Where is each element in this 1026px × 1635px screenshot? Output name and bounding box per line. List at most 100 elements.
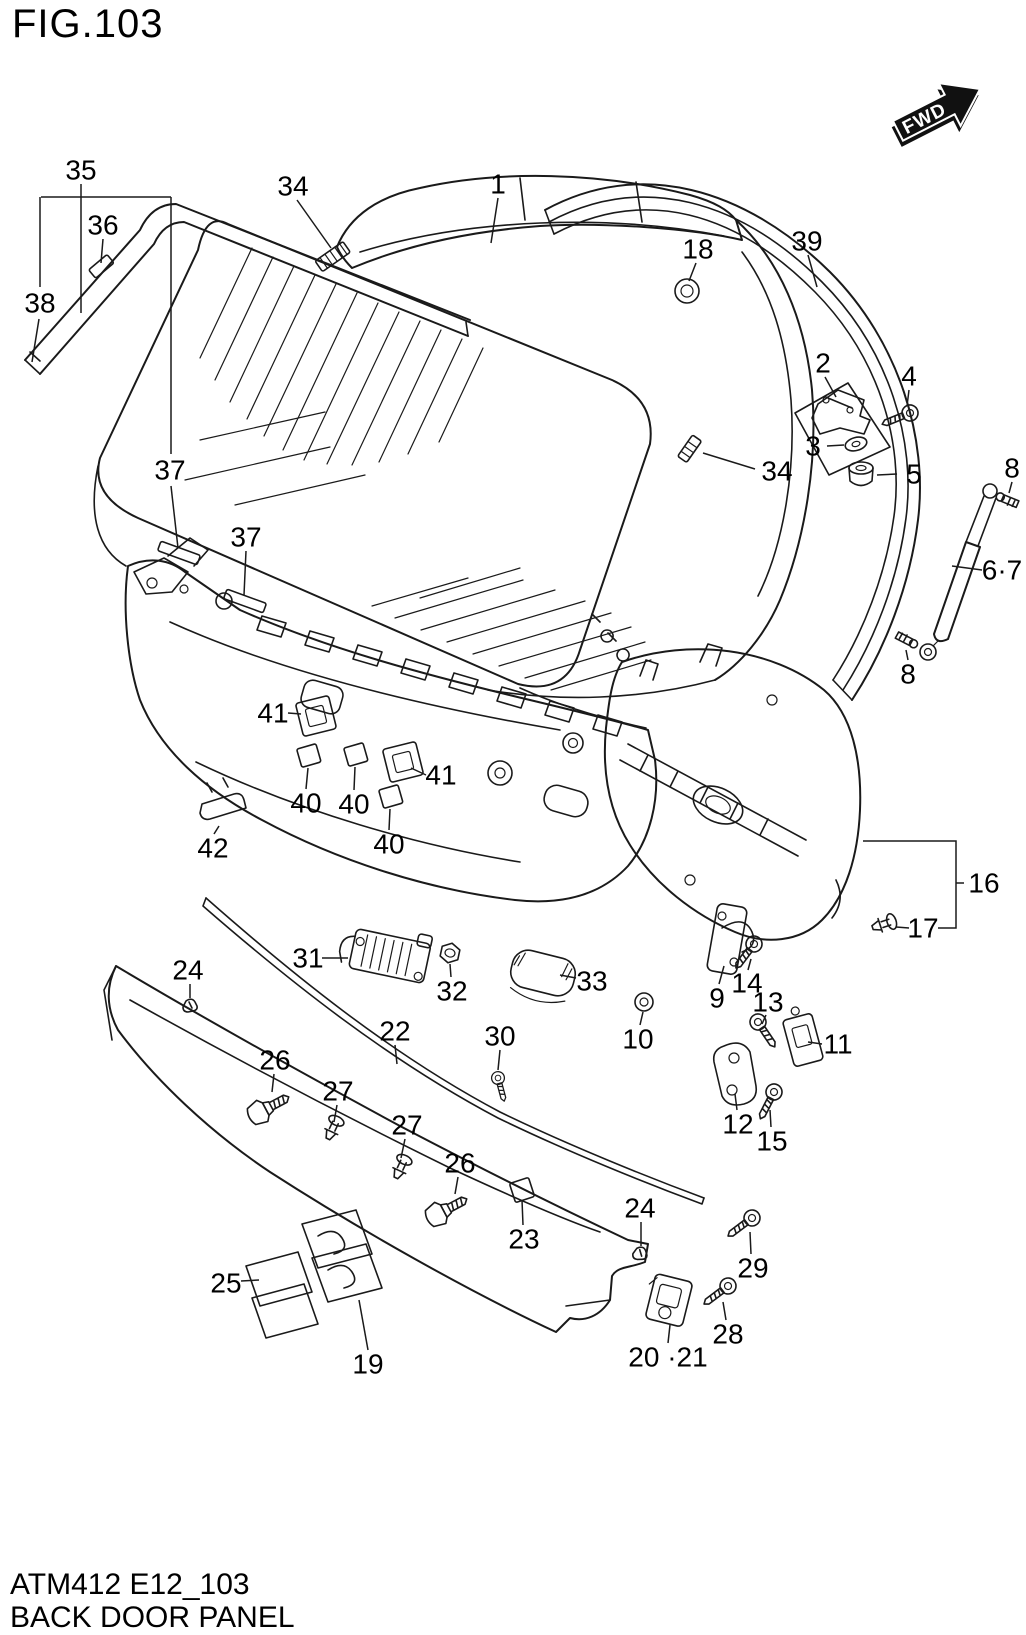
part-label-20-21: 20 ·21: [628, 1342, 707, 1373]
part-label-8: 8: [900, 659, 916, 690]
part-label-27: 27: [391, 1110, 422, 1141]
leader-line: [951, 565, 983, 571]
leader-line: [305, 767, 309, 790]
inner-panel-left-bracket: [133, 537, 209, 595]
part-label-15: 15: [756, 1126, 787, 1157]
leader-line: [287, 712, 302, 715]
spoiler-band-accent: [359, 177, 725, 253]
leader-line: [449, 963, 452, 978]
cushion-40b: [343, 742, 369, 767]
clip-24b: [631, 1245, 650, 1262]
part-label-4: 4: [901, 361, 917, 392]
part-label-39: 39: [791, 226, 822, 257]
part-label-9: 9: [709, 983, 725, 1014]
trim-panel-outline: [603, 648, 862, 941]
latch-grommet: [634, 992, 654, 1012]
gas-strut: [893, 483, 1021, 661]
part-label-8: 8: [1004, 453, 1020, 484]
leader-line: [353, 766, 356, 791]
part-label-34: 34: [277, 171, 308, 202]
bracket-bolt: [752, 1080, 786, 1124]
figure-code: ATM412 E12_103: [10, 1568, 250, 1601]
part-label-41: 41: [425, 760, 456, 791]
inner-panel-flange-tabs: [256, 615, 623, 737]
part-label-13: 13: [752, 987, 783, 1018]
strut-ball-stud-upper: [994, 491, 1021, 509]
glass-spacer-37b: [223, 588, 267, 614]
part-label-27: 27: [322, 1076, 353, 1107]
part-label-35: 35: [65, 155, 96, 186]
leader-line: [394, 1044, 398, 1065]
leader-line: [170, 485, 179, 549]
leader-line: [895, 926, 910, 929]
leader-line: [761, 1014, 767, 1025]
hinge-diamond-box: [794, 382, 891, 476]
glass-molding: [24, 203, 471, 375]
trim-panel: [603, 643, 862, 941]
leader-line: [876, 473, 898, 476]
leader-line: [667, 1324, 671, 1344]
grommet-18: [674, 278, 700, 304]
leader-line: [240, 1279, 260, 1282]
part-label-31: 31: [292, 943, 323, 974]
leader-line: [807, 254, 818, 288]
leader-line: [718, 965, 725, 985]
part-label-40: 40: [373, 829, 404, 860]
license-lamp-housing: [338, 928, 434, 984]
part-label-36: 36: [87, 210, 118, 241]
pad-23: [509, 1177, 535, 1203]
molding-pad-36: [88, 254, 115, 279]
part-label-11: 11: [823, 1029, 852, 1060]
leader-line: [559, 974, 577, 979]
leader-line: [702, 452, 756, 470]
door-right-edge: [714, 219, 815, 681]
rear-glass: [97, 220, 652, 691]
door-right-edge-inner: [741, 251, 793, 597]
hinge-group: [794, 382, 922, 487]
part-label-25: 25: [210, 1268, 241, 1299]
glass-outline: [97, 220, 652, 688]
leader-line: [722, 1301, 727, 1321]
part-label-37: 37: [230, 522, 261, 553]
leader-line: [824, 376, 837, 398]
part-label-10: 10: [622, 1024, 653, 1055]
part-label-40: 40: [338, 789, 369, 820]
part-label-17: 17: [907, 913, 938, 944]
part-label-22: 22: [379, 1016, 410, 1047]
fwd-badge: FWD: [891, 81, 982, 147]
part-label-1: 1: [490, 169, 506, 200]
part-label-2: 2: [815, 348, 831, 379]
clip-42: [199, 777, 247, 821]
door-latch: [782, 1006, 824, 1067]
leader-line: [243, 550, 247, 596]
leader-line: [31, 318, 40, 363]
small-screw-30: [489, 1069, 512, 1104]
striker-plate: [706, 903, 748, 975]
figure-caption: BACK DOOR PANEL: [10, 1601, 295, 1634]
leader-line: [296, 199, 332, 249]
fwd-arrow-icon: [891, 81, 982, 142]
leader-line: [100, 238, 104, 264]
trim-panel-hooks: [639, 643, 841, 919]
part-label-26: 26: [259, 1045, 290, 1076]
glass-defroster-hatch-top: [199, 247, 484, 466]
part-label-28: 28: [712, 1319, 743, 1350]
part-label-16: 16: [968, 868, 999, 899]
door-outer-panel: [93, 174, 815, 729]
leader-line: [333, 1104, 338, 1123]
part-label-42: 42: [197, 833, 228, 864]
small-parts: [88, 241, 900, 1327]
part-label-19: 19: [352, 1349, 383, 1380]
door-hinge: [811, 389, 871, 435]
leader-line: [454, 1176, 459, 1195]
part-label-18: 18: [682, 234, 713, 265]
leader-line: [747, 958, 752, 971]
leader-line: [213, 825, 220, 835]
leader-line: [734, 1093, 738, 1111]
part-label-12: 12: [722, 1109, 753, 1140]
trim-panel-ladder-slot: [619, 743, 807, 857]
part-label-37: 37: [154, 455, 185, 486]
footer: ATM412 E12_103 BACK DOOR PANEL: [10, 1568, 295, 1634]
back-door-garnish: [103, 965, 649, 1339]
